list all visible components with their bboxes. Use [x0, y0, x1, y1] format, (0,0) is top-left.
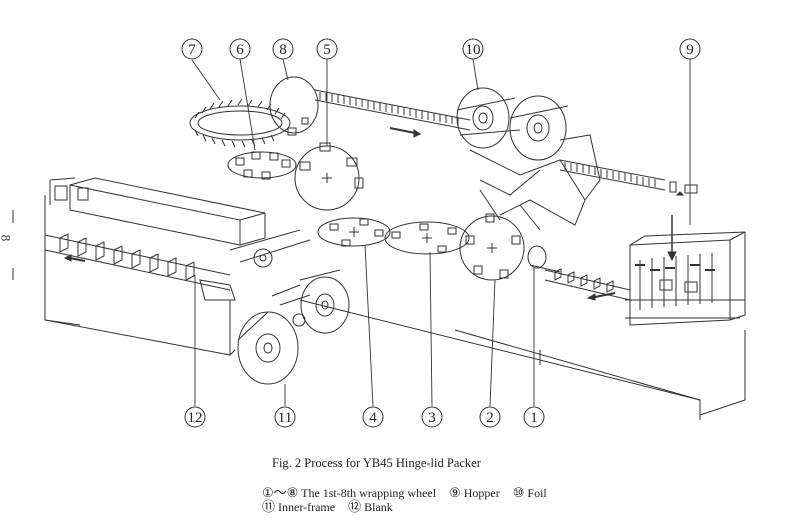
callout-3: 3: [421, 406, 443, 428]
callout-2-label: 2: [486, 410, 494, 426]
wrapping-wheel-6: [227, 151, 297, 180]
callout-1: 1: [523, 406, 545, 428]
leader-lines: [191, 58, 691, 407]
legend-text: Foil: [527, 486, 547, 500]
callout-4: 4: [362, 406, 384, 428]
wrapping-wheel-1: [527, 245, 561, 273]
wrapping-wheel-8: [269, 76, 319, 136]
callout-7: 7: [181, 38, 203, 60]
top-conveyor: [314, 89, 471, 138]
callout-5: 5: [316, 38, 338, 60]
callout-6: 6: [229, 38, 251, 60]
callout-2: 2: [479, 406, 501, 428]
legend-item-foil: ⑩ Foil: [512, 485, 547, 500]
legend-text: The 1st-8th wrapping wheel: [301, 486, 437, 500]
wrapping-wheel-4: [317, 217, 391, 247]
callout-4-label: 4: [369, 410, 377, 426]
hopper-feed-arrow: [667, 215, 677, 262]
callout-5-label: 5: [323, 42, 331, 58]
side-mark: 8: [0, 235, 13, 242]
wrapping-wheel-7: [189, 98, 291, 148]
legend-text: Hopper: [463, 486, 500, 500]
callout-6-label: 6: [236, 42, 244, 58]
legend-symbol: ⑫: [348, 499, 362, 514]
blank-magazine: [49, 177, 266, 246]
figure-caption: Fig. 2 Process for YB45 Hinge-lid Packer: [272, 456, 481, 470]
inner-frame-reels: [237, 269, 350, 385]
legend-symbol: ⑨: [449, 485, 461, 500]
legend-line-1: ①～⑧ The 1st-8th wrapping wheel ⑨ Hopper …: [262, 482, 557, 501]
legend-item-hopper: ⑨ Hopper: [449, 485, 503, 500]
callout-9: 9: [679, 38, 701, 60]
hopper: [625, 231, 746, 326]
callout-1-label: 1: [530, 410, 538, 426]
callout-10: 10: [462, 38, 484, 60]
callout-10-label: 10: [466, 42, 481, 58]
callout-11-label: 11: [278, 410, 292, 426]
callout-11: 11: [274, 406, 296, 428]
callout-9-label: 9: [686, 42, 694, 58]
output-conveyor: [544, 268, 631, 301]
callout-8-label: 8: [279, 42, 287, 58]
legend-symbol: ①～⑧: [262, 485, 299, 500]
callouts: 7 6 8 5 10 9 12 11: [181, 38, 701, 428]
legend-text: Blank: [364, 500, 393, 514]
small-roller: [229, 229, 311, 268]
blank-conveyor: [44, 233, 236, 301]
machine-base: [44, 195, 746, 420]
legend-text: Inner-frame: [278, 500, 336, 514]
legend-line-2: ⑪ Inner-frame ⑫ Blank: [262, 496, 403, 515]
legend-item-inner-frame: ⑪ Inner-frame: [262, 499, 338, 514]
legend-symbol: ⑪: [262, 499, 276, 514]
callout-7-label: 7: [188, 42, 196, 58]
wrapping-wheel-3: [384, 221, 470, 255]
legend-item-blank: ⑫ Blank: [348, 499, 393, 514]
callout-12-label: 12: [188, 410, 203, 426]
wrapping-wheel-2: [459, 213, 525, 281]
callout-3-label: 3: [428, 410, 436, 426]
foil-reels: [456, 87, 601, 231]
legend-symbol: ⑩: [512, 485, 525, 500]
callout-12: 12: [184, 406, 206, 428]
callout-8: 8: [272, 38, 294, 60]
right-conveyor: [559, 159, 698, 196]
wrapping-wheel-5: [294, 142, 364, 211]
legend-item-wrapping-wheels: ①～⑧ The 1st-8th wrapping wheel: [262, 485, 439, 500]
